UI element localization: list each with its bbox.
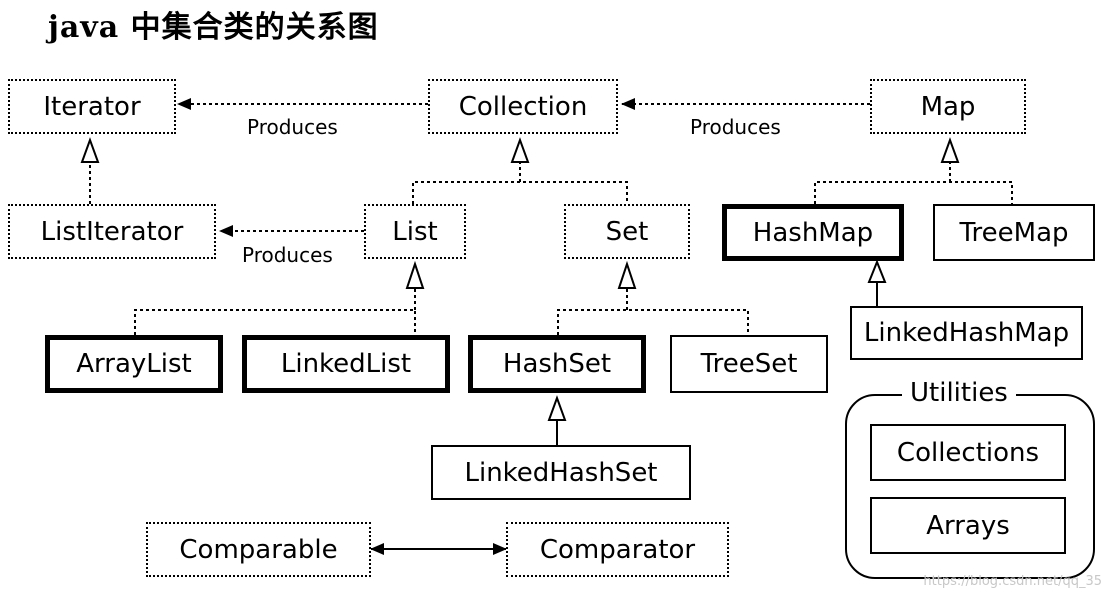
node-iterator: Iterator bbox=[8, 79, 176, 134]
watermark-text: https://blog.csdn.net/qq_35 bbox=[923, 574, 1102, 589]
arrowhead-map bbox=[940, 137, 960, 163]
node-collections: Collections bbox=[870, 424, 1066, 481]
node-tree-map: TreeMap bbox=[933, 204, 1095, 261]
edge-sets-set bbox=[557, 309, 749, 335]
edge-lists-list bbox=[134, 309, 416, 335]
utilities-title: Utilities bbox=[902, 378, 1016, 408]
arrowhead-hashmap bbox=[867, 259, 887, 283]
node-list: List bbox=[364, 204, 466, 259]
node-linked-list: LinkedList bbox=[242, 335, 450, 393]
arrowhead-list bbox=[405, 260, 425, 289]
node-tree-set: TreeSet bbox=[670, 335, 828, 393]
diagram-title: java 中集合类的关系图 bbox=[48, 10, 379, 45]
node-list-iterator: ListIterator bbox=[8, 204, 216, 259]
node-linked-hash-map: LinkedHashMap bbox=[850, 306, 1083, 360]
arrowhead-hashset bbox=[547, 395, 567, 421]
arrowhead-set bbox=[617, 260, 637, 289]
node-collection: Collection bbox=[428, 79, 618, 134]
arrowhead-collection bbox=[510, 137, 530, 163]
edge-maps-map bbox=[814, 181, 1013, 204]
node-hash-set: HashSet bbox=[468, 335, 646, 393]
node-set: Set bbox=[564, 204, 690, 259]
arrowhead-iterator bbox=[80, 137, 100, 163]
label-produces-collection: Produces bbox=[688, 115, 783, 139]
node-comparable: Comparable bbox=[146, 522, 371, 577]
label-produces-listiterator: Produces bbox=[240, 243, 335, 267]
node-hash-map: HashMap bbox=[722, 204, 904, 261]
node-comparator: Comparator bbox=[506, 522, 729, 577]
node-array-list: ArrayList bbox=[45, 335, 223, 393]
node-arrays: Arrays bbox=[870, 497, 1066, 554]
node-map: Map bbox=[870, 79, 1026, 134]
label-produces-iterator: Produces bbox=[245, 115, 340, 139]
node-linked-hash-set: LinkedHashSet bbox=[431, 445, 691, 500]
edge-list-set-collection bbox=[412, 181, 628, 204]
